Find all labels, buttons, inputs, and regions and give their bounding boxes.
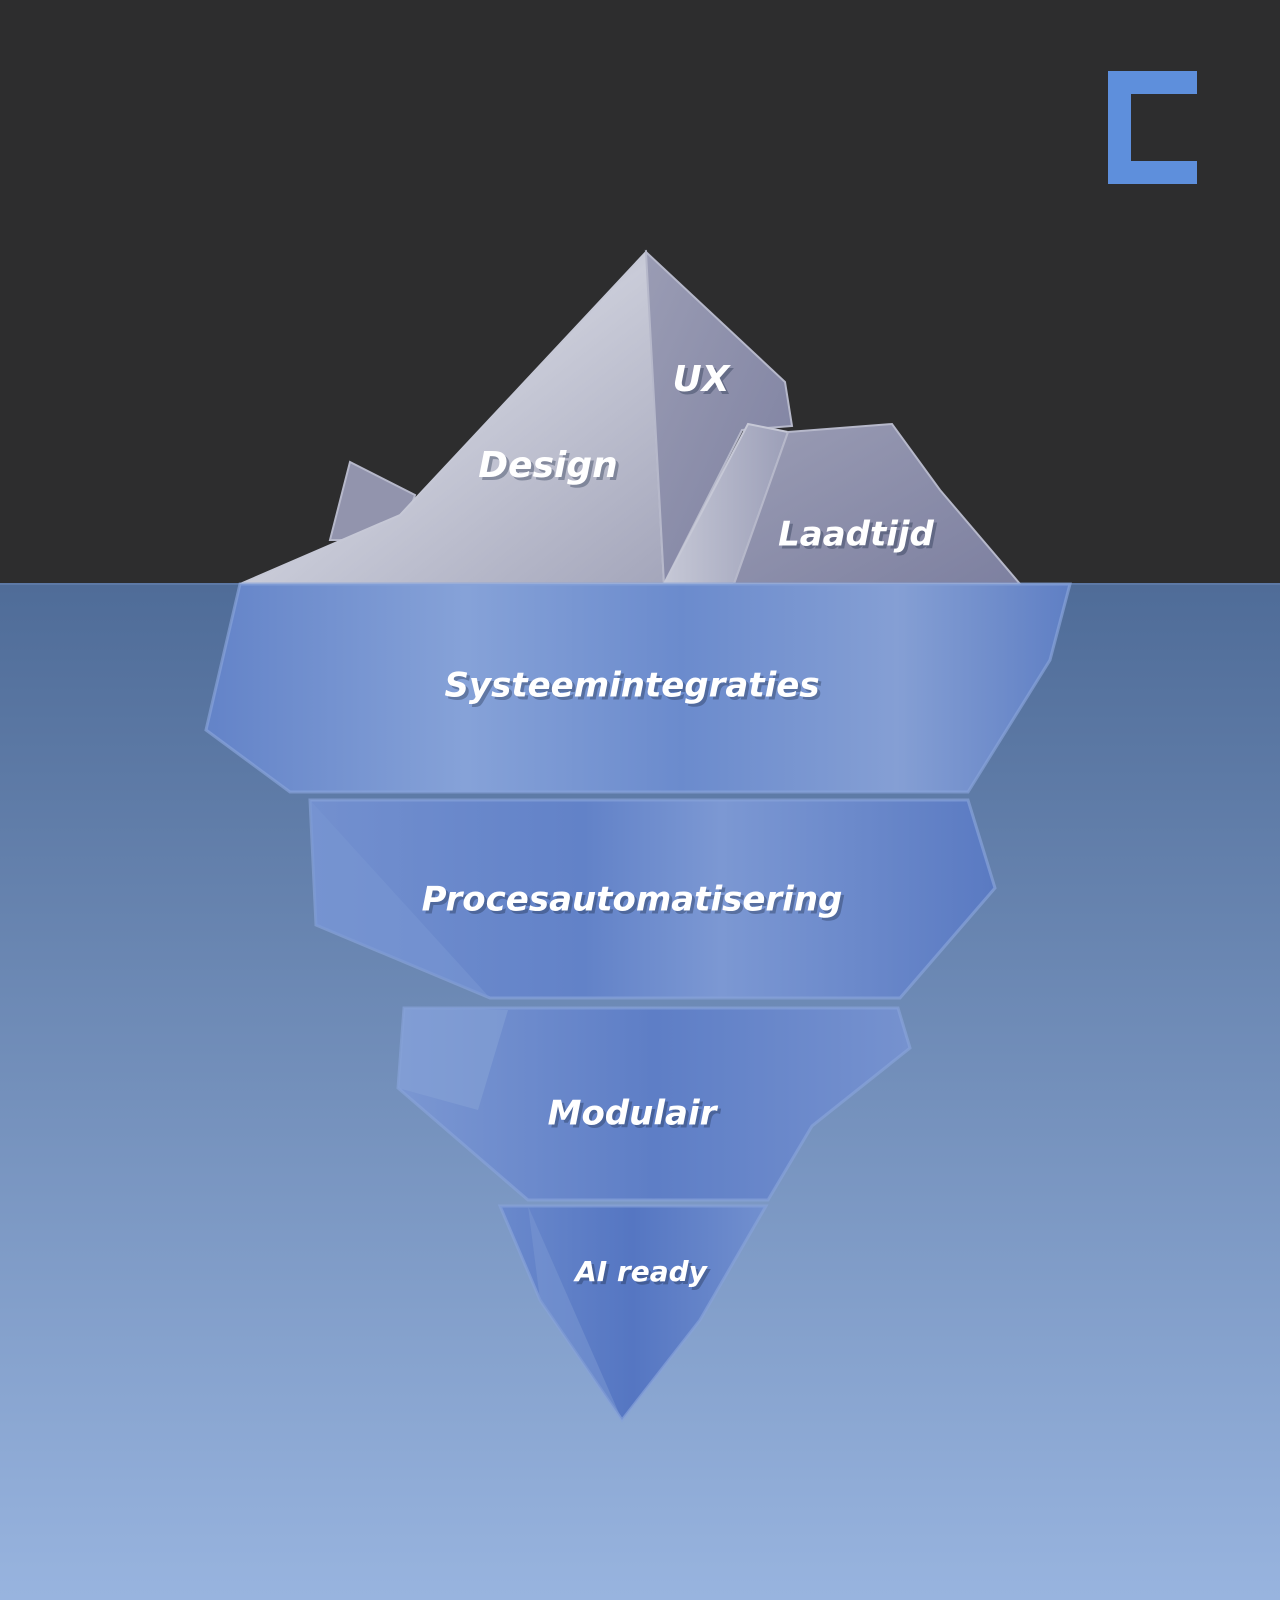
- ice-layer-modulair: [396, 1006, 912, 1202]
- label-systeemintegraties: Systeemintegraties: [444, 666, 819, 706]
- label-design-group: Design Design: [478, 445, 620, 489]
- label-design-shadow: Design: [481, 448, 620, 489]
- label-modulair-shadow: Modulair: [551, 1097, 722, 1137]
- label-ux: UX: [673, 359, 732, 400]
- label-procesautomatisering-group: Procesautomatisering Procesautomatiserin…: [422, 880, 846, 923]
- label-ai-ready-group: AI ready AI ready: [573, 1255, 712, 1291]
- label-ai-ready-shadow: AI ready: [576, 1258, 712, 1291]
- ice-layer-procesautomatisering-facet: [310, 800, 490, 998]
- label-modulair: Modulair: [548, 1094, 719, 1134]
- label-ux-shadow: UX: [676, 362, 735, 403]
- ice-block-face: [732, 422, 1023, 585]
- ice-layer-modulair-facet: [398, 1008, 508, 1110]
- label-design: Design: [478, 445, 617, 486]
- iceberg-underwater: [204, 582, 1072, 1423]
- label-procesautomatisering-shadow: Procesautomatisering: [425, 883, 846, 923]
- ice-layer-systeemintegraties: [204, 582, 1072, 794]
- ice-layer-ai-ready-facet: [528, 1206, 622, 1420]
- label-modulair-group: Modulair Modulair: [548, 1094, 722, 1137]
- bracket-logo-icon: [1108, 71, 1197, 184]
- label-laadtijd-shadow: Laadtijd: [781, 518, 937, 558]
- ice-layer-ai-ready: [497, 1204, 769, 1423]
- label-ux-group: UX UX: [673, 359, 735, 403]
- label-procesautomatisering: Procesautomatisering: [422, 880, 843, 920]
- label-systeemintegraties-group: Systeemintegraties Systeemintegraties: [444, 666, 822, 709]
- label-systeemintegraties-shadow: Systeemintegraties: [447, 669, 822, 709]
- label-ai-ready: AI ready: [573, 1255, 709, 1288]
- label-laadtijd-group: Laadtijd Laadtijd: [778, 515, 937, 558]
- iceberg-tip: [239, 249, 1023, 588]
- label-laadtijd: Laadtijd: [778, 515, 934, 555]
